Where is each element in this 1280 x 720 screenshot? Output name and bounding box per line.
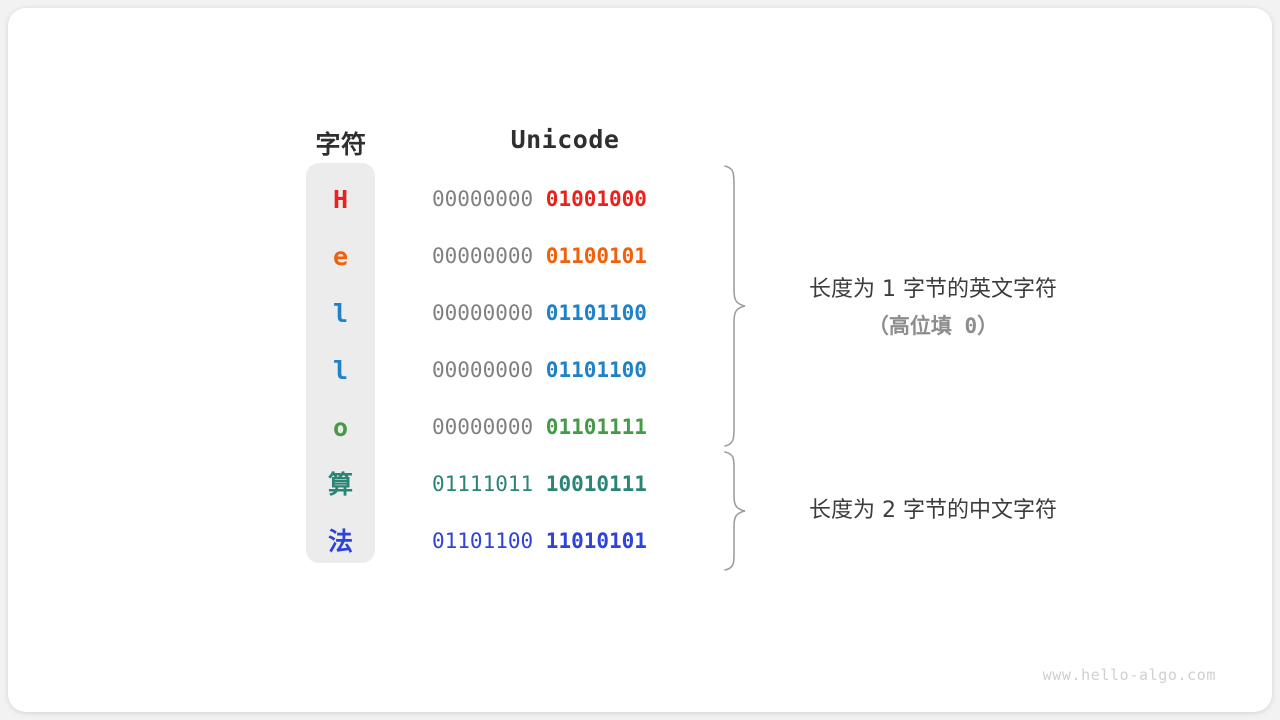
row-bits-low-byte: 01101111: [545, 415, 647, 439]
row-character: 法: [327, 527, 353, 556]
row-unicode-bits: 00000000 01101100: [432, 342, 698, 399]
column-header-character: 字符: [315, 130, 367, 159]
row-bits-high-byte: 00000000: [432, 244, 546, 268]
encoding-row: 法 01101100 11010101: [8, 513, 1272, 570]
row-character: o: [332, 413, 349, 442]
row-character: 算: [327, 470, 353, 499]
annotation-chinese: 长度为 2 字节的中文字符: [768, 493, 1098, 529]
row-character: l: [332, 299, 349, 328]
row-bits-low-byte: 11010101: [545, 529, 647, 553]
annotation-english-sub: （高位填 0）: [867, 314, 999, 338]
row-unicode-bits: 00000000 01101100: [432, 285, 698, 342]
row-bits-high-byte: 01101100: [432, 529, 546, 553]
row-unicode-bits: 00000000 01001000: [432, 171, 698, 228]
encoding-row: o 00000000 01101111: [8, 399, 1272, 456]
row-unicode-bits: 00000000 01100101: [432, 228, 698, 285]
encoding-row: e 00000000 01100101: [8, 228, 1272, 285]
row-bits-low-byte: 01100101: [545, 244, 647, 268]
row-unicode-bits: 01101100 11010101: [432, 513, 698, 570]
column-header-unicode: Unicode: [510, 125, 620, 154]
row-bits-high-byte: 00000000: [432, 187, 546, 211]
row-bits-high-byte: 00000000: [432, 301, 546, 325]
row-character: H: [332, 185, 349, 214]
annotation-english: 长度为 1 字节的英文字符 （高位填 0）: [768, 272, 1098, 344]
encoding-row: l 00000000 01101100: [8, 285, 1272, 342]
row-unicode-bits: 01111011 10010111: [432, 456, 698, 513]
annotation-chinese-main: 长度为 2 字节的中文字符: [809, 498, 1057, 523]
row-character: l: [332, 356, 349, 385]
brace-chinese-group: [724, 451, 746, 571]
encoding-row: l 00000000 01101100: [8, 342, 1272, 399]
annotation-english-main: 长度为 1 字节的英文字符: [809, 277, 1057, 302]
row-unicode-bits: 00000000 01101111: [432, 399, 698, 456]
unicode-encoding-figure: 字符 Unicode H 00000000 01001000 e 00000000 0…: [8, 8, 1272, 712]
watermark-url: www.hello-algo.com: [1042, 666, 1216, 684]
row-bits-high-byte: 00000000: [432, 415, 546, 439]
encoding-row: 算 01111011 10010111: [8, 456, 1272, 513]
row-character: e: [332, 242, 349, 271]
row-bits-low-byte: 10010111: [545, 472, 647, 496]
row-bits-high-byte: 00000000: [432, 358, 546, 382]
row-bits-low-byte: 01101100: [545, 301, 647, 325]
row-bits-low-byte: 01101100: [545, 358, 647, 382]
encoding-row: H 00000000 01001000: [8, 171, 1272, 228]
row-bits-low-byte: 01001000: [545, 187, 647, 211]
character-column-capsule: [306, 163, 375, 563]
brace-english-group: [724, 165, 746, 447]
row-bits-high-byte: 01111011: [432, 472, 546, 496]
figure-card: 字符 Unicode H 00000000 01001000 e 00000000 0…: [8, 8, 1272, 712]
